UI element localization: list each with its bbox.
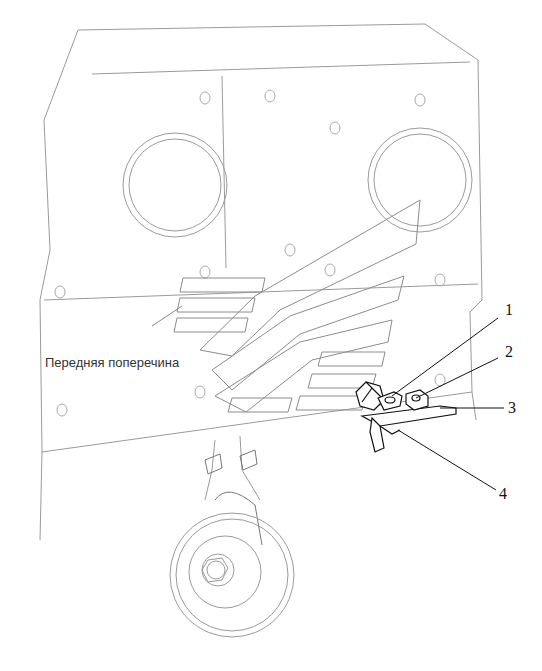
frame-panel xyxy=(40,24,482,452)
emblem xyxy=(174,200,420,412)
mounting-assembly xyxy=(356,382,456,452)
leader-lines xyxy=(152,306,504,490)
callout-number: 4 xyxy=(499,486,507,502)
washer xyxy=(378,392,402,410)
nut xyxy=(356,382,384,410)
callout-number: 2 xyxy=(505,344,513,360)
callout-number: 1 xyxy=(505,302,513,318)
horn xyxy=(170,513,294,637)
callout-number: 3 xyxy=(508,400,516,416)
terminal-nut xyxy=(406,390,428,410)
part-label: Передняя поперечина xyxy=(45,356,179,369)
